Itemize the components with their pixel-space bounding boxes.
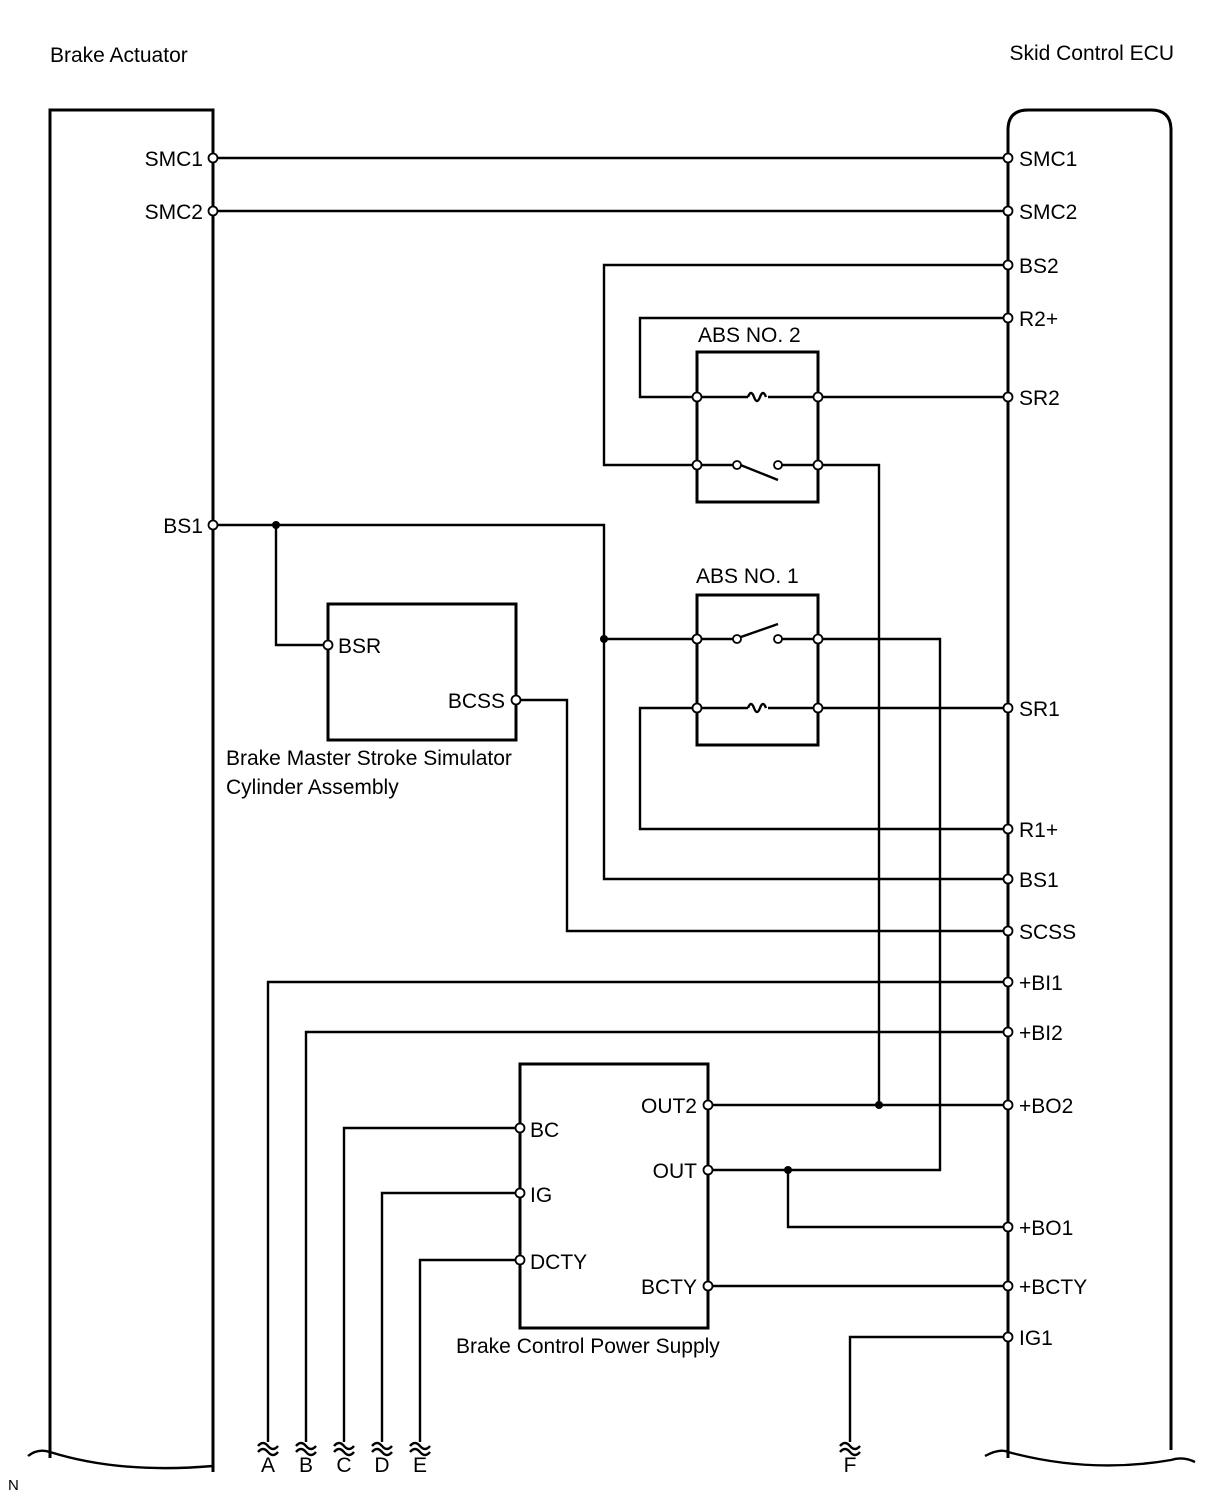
wire-abs2-out <box>818 463 881 1105</box>
skid-control-ecu-body <box>984 108 1196 1467</box>
splice-out2 <box>875 1101 883 1109</box>
simulator-pin-bsr: BSR <box>338 635 381 658</box>
ecu-pin-bs1: BS1 <box>1019 869 1059 892</box>
power-pin-ig: IG <box>530 1184 552 1207</box>
ecu-pin-bo1: +BO1 <box>1019 1217 1073 1240</box>
wire-r1p <box>638 706 1008 831</box>
ecu-pin-bi1: +BI1 <box>1019 972 1063 995</box>
wire-dcty <box>418 1258 520 1442</box>
abs1-switch-blade <box>737 622 779 640</box>
connector-b: B <box>299 1454 313 1477</box>
power-pin-out2: OUT2 <box>641 1095 697 1118</box>
ecu-pin-bcty: +BCTY <box>1019 1276 1087 1299</box>
simulator-pin-bcss: BCSS <box>448 690 505 713</box>
abs2-coil-icon <box>746 391 768 403</box>
wire-r2p <box>638 316 1008 399</box>
power-pin-bc: BC <box>530 1119 559 1142</box>
actuator-pin-smc1: SMC1 <box>145 148 203 171</box>
actuator-pin-bs1: BS1 <box>163 515 203 538</box>
ecu-pin-bo2: +BO2 <box>1019 1095 1073 1118</box>
connector-f: F <box>844 1454 857 1477</box>
wire-bo1 <box>786 1170 1008 1229</box>
splice-abs1-in <box>600 635 608 643</box>
wire-bi1 <box>266 980 1008 1442</box>
abs2-switch-blade <box>737 462 779 482</box>
ecu-terminals <box>1002 152 1014 1343</box>
ecu-pin-r1p: R1+ <box>1019 819 1058 842</box>
skid-control-ecu-title: Skid Control ECU <box>1009 42 1174 65</box>
abs1-coil-icon <box>746 702 768 714</box>
ecu-pin-sr2: SR2 <box>1019 387 1060 410</box>
wire-ig1 <box>848 1335 1008 1442</box>
power-supply-name: Brake Control Power Supply <box>456 1335 720 1358</box>
ecu-pin-sr1: SR1 <box>1019 698 1060 721</box>
splice-bs1 <box>272 521 280 529</box>
connector-c: C <box>336 1454 351 1477</box>
connector-a: A <box>261 1454 275 1477</box>
wire-bc <box>342 1126 520 1442</box>
ecu-pin-smc1: SMC1 <box>1019 148 1077 171</box>
abs-no2-relay <box>691 350 824 504</box>
ecu-pin-bs2: BS2 <box>1019 255 1059 278</box>
brake-actuator-title: Brake Actuator <box>50 44 188 67</box>
ecu-pin-smc2: SMC2 <box>1019 201 1077 224</box>
abs-no2-label: ABS NO. 2 <box>698 324 801 347</box>
wire-scss <box>516 698 1008 933</box>
stroke-simulator-box <box>326 602 518 742</box>
abs-no1-label: ABS NO. 1 <box>696 565 799 588</box>
splice-out <box>784 1166 792 1174</box>
wire-bs1-actuator <box>213 523 1008 881</box>
abs-no1-relay <box>691 593 824 747</box>
brake-actuator-body <box>27 108 215 1472</box>
connector-d: D <box>374 1454 389 1477</box>
power-supply-box <box>518 1062 710 1330</box>
ecu-pin-scss: SCSS <box>1019 921 1076 944</box>
actuator-pin-smc2: SMC2 <box>145 201 203 224</box>
wire-abs1-out <box>708 637 942 1172</box>
ecu-pin-r2p: R2+ <box>1019 308 1058 331</box>
power-pin-dcty: DCTY <box>530 1251 587 1274</box>
ecu-pin-ig1: IG1 <box>1019 1327 1053 1350</box>
simulator-name-line2: Cylinder Assembly <box>226 776 399 799</box>
wire-bi2 <box>304 1030 1008 1442</box>
simulator-name-line1: Brake Master Stroke Simulator <box>226 747 512 770</box>
connector-e: E <box>413 1454 427 1477</box>
power-pin-bcty: BCTY <box>641 1276 697 1299</box>
connector-breaks <box>257 1441 861 1457</box>
power-pin-out: OUT <box>653 1160 698 1183</box>
corner-mark: N <box>8 1477 19 1494</box>
ecu-pin-bi2: +BI2 <box>1019 1022 1063 1045</box>
wire-bs2 <box>602 263 1008 467</box>
wire-bsr <box>274 525 328 647</box>
wire-ig <box>380 1191 520 1442</box>
